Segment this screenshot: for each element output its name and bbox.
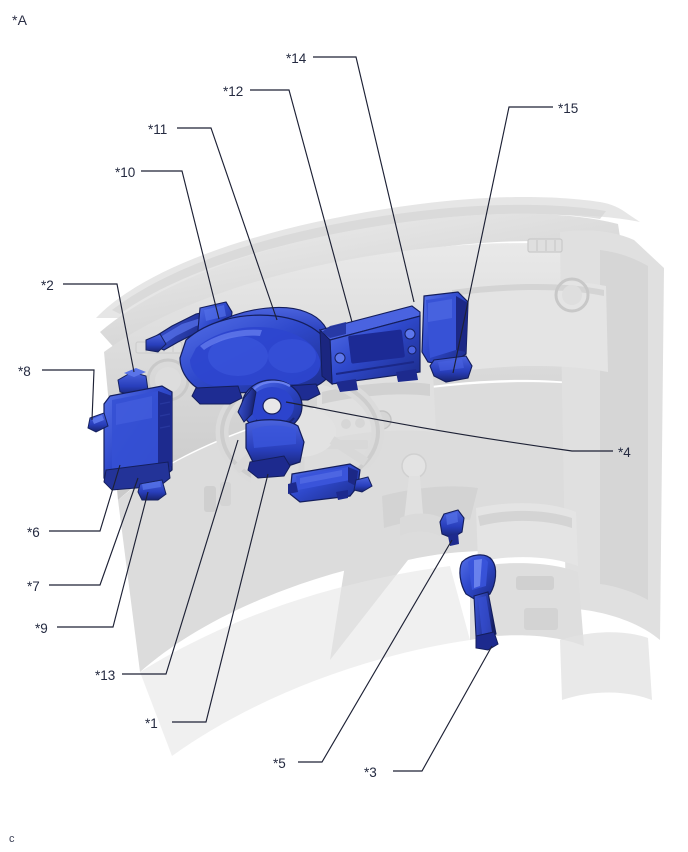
callout-label-9[interactable]: *9 — [35, 621, 48, 636]
component-floor-wire-sensor — [439, 509, 465, 546]
figure-corner-label-bottom-left: c — [9, 833, 15, 845]
leader-3 — [393, 645, 493, 772]
callout-label-6[interactable]: *6 — [27, 525, 40, 540]
callout-label-4[interactable]: *4 — [618, 445, 631, 460]
component-passenger-airbag-assembly — [421, 291, 473, 383]
callout-label-12[interactable]: *12 — [223, 84, 244, 99]
callout-label-11[interactable]: *11 — [148, 122, 168, 137]
ghost-shift-lever — [400, 453, 442, 536]
leader-6 — [49, 464, 121, 532]
callout-label-15[interactable]: *15 — [558, 101, 579, 116]
leader-9 — [57, 491, 149, 628]
leader-4 — [285, 401, 613, 452]
leader-11 — [177, 127, 278, 321]
callout-label-13[interactable]: *13 — [95, 668, 116, 683]
callout-label-8[interactable]: *8 — [18, 364, 31, 379]
figure-corner-label-top-left: *A — [12, 12, 28, 28]
component-radio-receiver-assembly — [318, 305, 421, 392]
leader-12 — [250, 89, 353, 323]
callout-label-3[interactable]: *3 — [364, 765, 377, 780]
component-spiral-cable-sub-assembly — [237, 379, 305, 479]
component-lower-panel-clip — [137, 479, 167, 501]
leader-2 — [63, 283, 135, 373]
callout-label-5[interactable]: *5 — [273, 756, 286, 771]
component-front-seat-inner-belt-assembly — [459, 554, 499, 651]
callout-label-2[interactable]: *2 — [41, 278, 54, 293]
leader-1 — [172, 473, 269, 723]
leader-15 — [452, 106, 553, 374]
component-combination-meter-assembly — [179, 307, 355, 405]
leader-13 — [122, 439, 239, 675]
leader-10 — [141, 170, 220, 320]
callout-label-7[interactable]: *7 — [27, 579, 40, 594]
leader-8 — [42, 369, 95, 421]
callout-label-14[interactable]: *14 — [286, 51, 307, 66]
callout-label-10[interactable]: *10 — [115, 165, 136, 180]
ghosted-dashboard — [96, 197, 664, 756]
leader-5 — [298, 539, 453, 763]
leader-lines — [42, 56, 613, 772]
component-instrument-panel-junction-block — [87, 368, 173, 491]
leader-14 — [313, 56, 415, 303]
callout-label-1[interactable]: *1 — [145, 716, 158, 731]
component-airbag-sensor-assembly-center — [288, 463, 373, 503]
leader-7 — [49, 477, 139, 586]
